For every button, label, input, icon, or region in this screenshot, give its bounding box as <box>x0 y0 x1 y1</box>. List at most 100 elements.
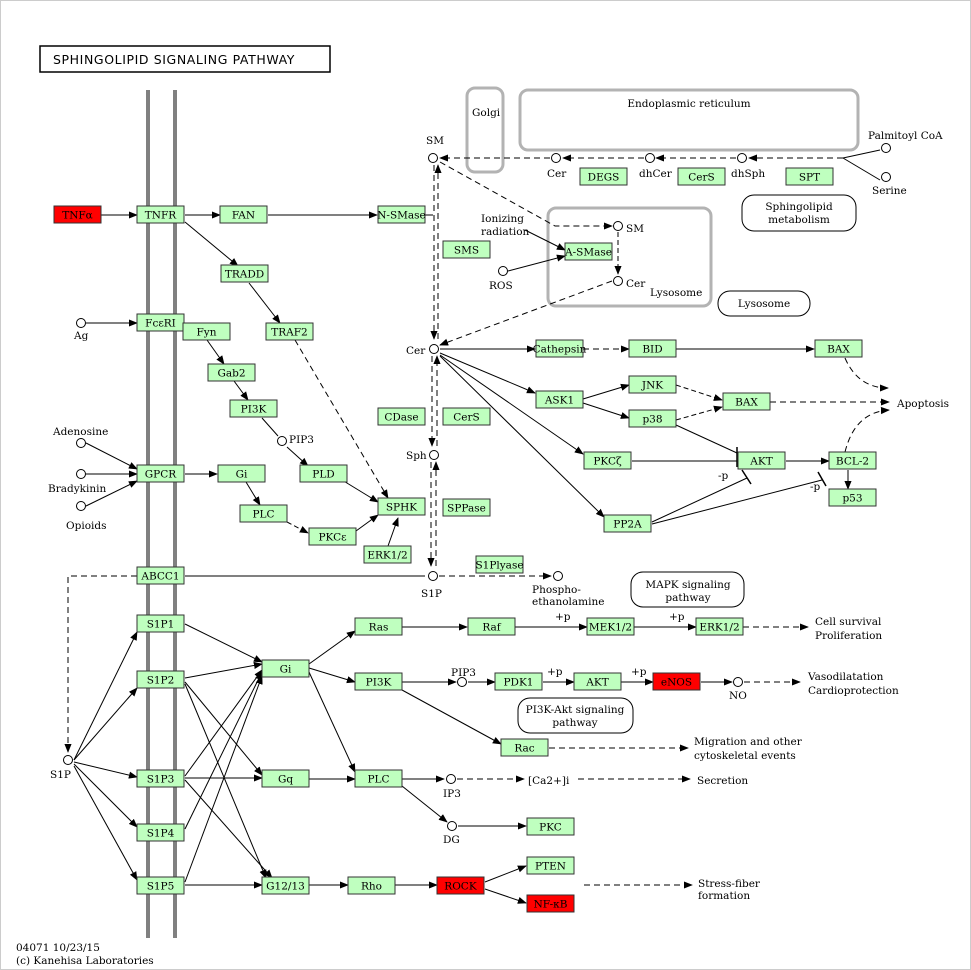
gene-node-pi3k-b[interactable]: PI3K <box>354 672 403 691</box>
gene-label: Gi <box>280 664 292 676</box>
footer-copyright: (c) Kanehisa Laboratories <box>16 955 154 967</box>
footer-code: 04071 10/23/15 <box>16 942 100 954</box>
gene-node-rho[interactable]: Rho <box>347 876 396 895</box>
gene-node-nfkb[interactable]: NF-κB <box>526 894 575 913</box>
gene-node-s1p4[interactable]: S1P4 <box>136 823 185 842</box>
gene-node-sphk[interactable]: SPHK <box>377 497 426 516</box>
compound-sm-top <box>428 153 438 163</box>
gene-label: Gq <box>278 774 293 786</box>
gene-node-gi-b[interactable]: Gi <box>261 659 310 678</box>
gene-label: eNOS <box>661 677 692 689</box>
edges <box>64 149 890 904</box>
gene-node-s1p5[interactable]: S1P5 <box>136 876 185 895</box>
gene-node-pkc[interactable]: PKC <box>526 817 575 836</box>
gene-node-nsmase[interactable]: N-SMase <box>377 205 426 224</box>
gene-node-sms[interactable]: SMS <box>442 240 491 259</box>
gene-node-abcc1[interactable]: ABCC1 <box>136 566 185 585</box>
gene-node-erk12-b[interactable]: ERK1/2 <box>695 617 744 636</box>
label-plus-p-d: +p <box>631 666 647 678</box>
gene-node-bax-b[interactable]: BAX <box>722 392 771 411</box>
gene-box <box>354 672 403 691</box>
gene-node-sppase[interactable]: SPPase <box>442 498 491 517</box>
gene-node-p38[interactable]: p38 <box>628 409 677 428</box>
label-bradykinin: Bradykinin <box>48 483 106 495</box>
map-lysosome[interactable]: Lysosome <box>717 290 811 317</box>
gene-label: S1P3 <box>147 774 175 786</box>
gene-box <box>207 363 256 382</box>
gene-node-gi-a[interactable]: Gi <box>217 464 266 483</box>
gene-label: PKC <box>539 822 562 834</box>
gene-label: S1P1 <box>147 619 175 631</box>
gene-node-tradd[interactable]: TRADD <box>220 264 269 283</box>
gene-node-akt-a[interactable]: AKT <box>737 451 786 470</box>
gene-node-jnk[interactable]: JNK <box>628 375 677 394</box>
gene-node-tnfr[interactable]: TNFR <box>136 205 185 224</box>
gene-node-s1plyase[interactable]: S1Plyase <box>475 555 524 574</box>
gene-node-cathepsin[interactable]: Cathepsin <box>533 339 587 358</box>
gene-node-spt[interactable]: SPT <box>785 167 834 186</box>
gene-node-s1p3[interactable]: S1P3 <box>136 769 185 788</box>
gene-node-pp2a[interactable]: PP2A <box>603 514 652 533</box>
gene-node-cers-a[interactable]: CerS <box>677 167 726 186</box>
gene-node-ras[interactable]: Ras <box>354 617 403 636</box>
map-mapk-signaling[interactable]: MAPK signaling pathway <box>630 571 745 608</box>
gene-node-enos[interactable]: eNOS <box>652 672 701 691</box>
gene-node-plc-b[interactable]: PLC <box>354 769 403 788</box>
gene-node-p53[interactable]: p53 <box>828 488 877 507</box>
gene-node-bid[interactable]: BID <box>628 339 677 358</box>
gene-node-fceri[interactable]: FcεRI <box>136 313 185 332</box>
gene-node-cers-b[interactable]: CerS <box>442 407 491 426</box>
gene-label: AKT <box>749 456 772 468</box>
label-ag: Ag <box>73 330 89 342</box>
pathway-title-box: SPHINGOLIPID SIGNALING PATHWAY <box>39 45 331 73</box>
gene-node-pdk1[interactable]: PDK1 <box>494 672 543 691</box>
gene-node-bcl2[interactable]: BCL-2 <box>828 451 877 470</box>
gene-node-s1p2[interactable]: S1P2 <box>136 670 185 689</box>
compound-cer-top <box>551 153 561 163</box>
map-sphingolipid-metabolism[interactable]: Sphingolipid metabolism <box>741 194 857 232</box>
gene-node-fyn[interactable]: Fyn <box>182 322 231 341</box>
gene-node-ask1[interactable]: ASK1 <box>535 390 584 409</box>
gene-label: GPCR <box>145 469 177 481</box>
gene-node-tnfa[interactable]: TNFα <box>53 205 102 224</box>
label-stress-fiber: Stress-fiber <box>698 878 761 890</box>
map-pi3k-line2: pathway <box>552 717 597 729</box>
gene-node-gpcr[interactable]: GPCR <box>136 464 185 483</box>
gene-node-traf2[interactable]: TRAF2 <box>265 322 314 341</box>
gene-node-pkcz[interactable]: PKCζ <box>583 451 632 470</box>
gene-node-asmase[interactable]: A-SMase <box>564 242 613 261</box>
gene-box <box>500 738 549 757</box>
gene-node-s1p1[interactable]: S1P1 <box>136 614 185 633</box>
gene-node-pkce[interactable]: PKCε <box>308 527 357 546</box>
gene-node-bax-a[interactable]: BAX <box>814 339 863 358</box>
gene-label: PLC <box>252 509 274 521</box>
gene-node-erk12-a[interactable]: ERK1/2 <box>363 545 412 564</box>
gene-box <box>308 527 357 546</box>
golgi-label: Golgi <box>472 107 501 119</box>
text-labels: SM Cer dhCer dhSph Palmitoyl CoA Serine … <box>16 130 949 967</box>
gene-node-akt-b[interactable]: AKT <box>573 672 622 691</box>
map-lysosome-label: Lysosome <box>738 298 790 310</box>
compound-pip3-upper <box>277 436 287 446</box>
gene-box <box>377 497 426 516</box>
gene-node-cdase[interactable]: CDase <box>377 407 426 426</box>
label-cytoskeletal: cytoskeletal events <box>694 750 796 762</box>
gene-box <box>265 322 314 341</box>
gene-node-g1213[interactable]: G12/13 <box>261 876 310 895</box>
gene-node-pi3k-a[interactable]: PI3K <box>229 399 278 418</box>
map-pi3k-akt-signaling[interactable]: PI3K-Akt signaling pathway <box>517 697 634 734</box>
gene-node-pld[interactable]: PLD <box>299 464 348 483</box>
compound-serine <box>881 172 891 182</box>
gene-node-mek12[interactable]: MEK1/2 <box>586 617 635 636</box>
gene-node-plc-a[interactable]: PLC <box>239 504 288 523</box>
gene-node-gq[interactable]: Gq <box>261 769 310 788</box>
gene-node-rac[interactable]: Rac <box>500 738 549 757</box>
gene-node-degs[interactable]: DEGS <box>579 167 628 186</box>
gene-node-rock[interactable]: ROCK <box>436 876 485 895</box>
gene-label: ERK1/2 <box>699 622 739 634</box>
gene-node-pten[interactable]: PTEN <box>526 856 575 875</box>
gene-node-raf[interactable]: Raf <box>467 617 516 636</box>
gene-label: ABCC1 <box>140 571 179 583</box>
gene-node-gab2[interactable]: Gab2 <box>207 363 256 382</box>
gene-node-fan[interactable]: FAN <box>219 205 268 224</box>
